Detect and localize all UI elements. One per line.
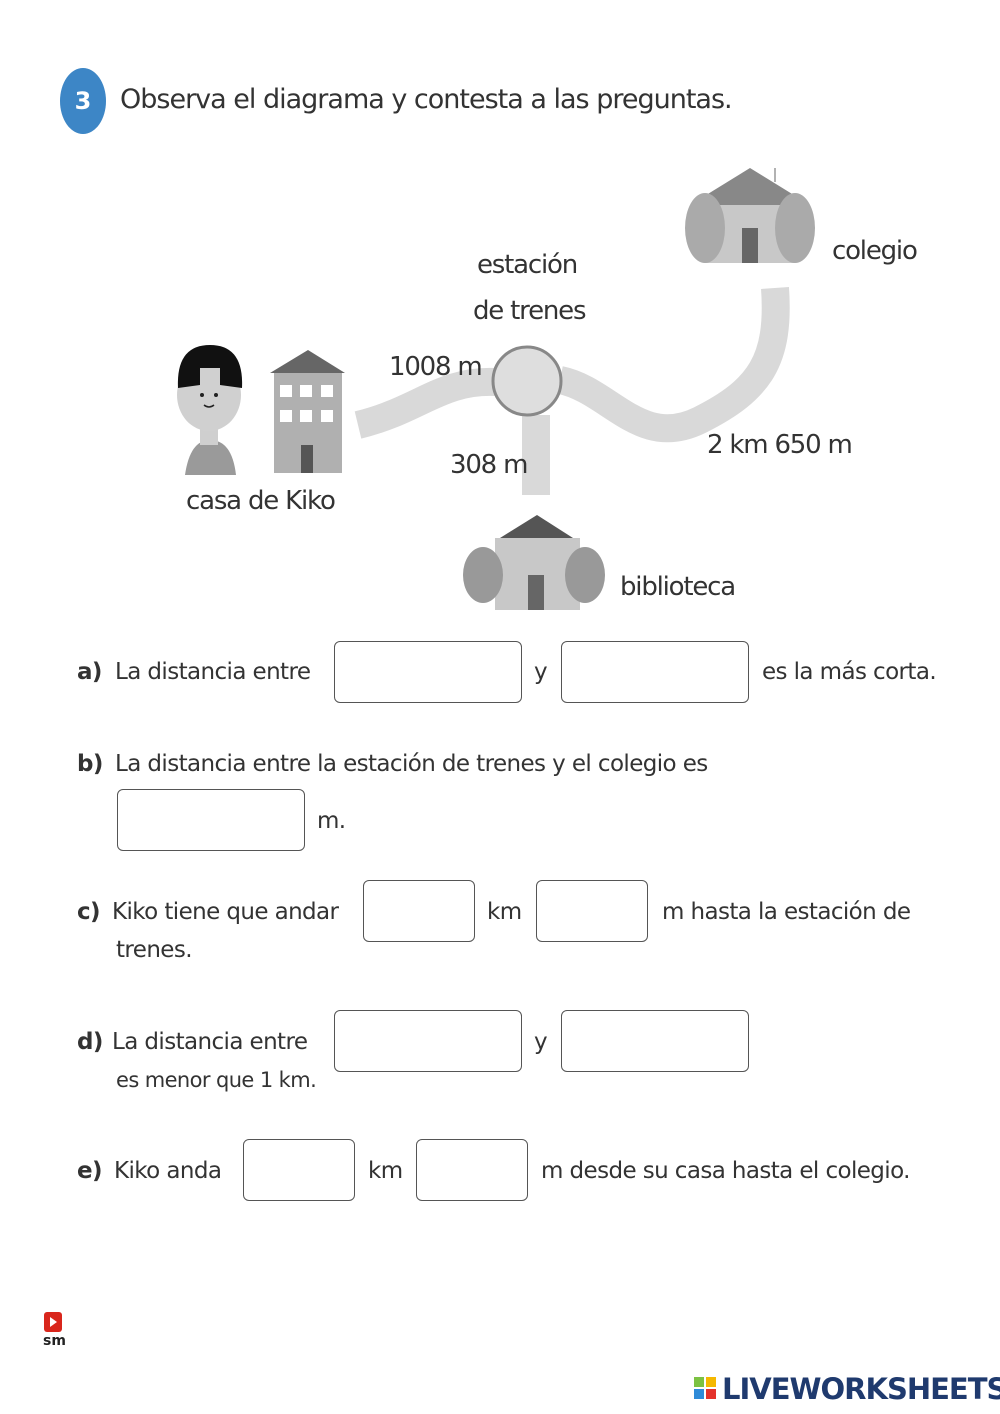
- publisher-logo-text: sm: [43, 1333, 66, 1349]
- answer-a-place2-input[interactable]: [561, 641, 749, 703]
- library-building-icon: [463, 515, 605, 610]
- question-e-unit-km: km: [368, 1158, 403, 1184]
- kiko-avatar-icon: [177, 345, 243, 475]
- question-a-separator: y: [534, 659, 548, 685]
- roads: [354, 287, 790, 495]
- school-label: colegio: [832, 236, 918, 266]
- question-e-text: Kiko anda: [114, 1158, 222, 1184]
- station-label-line2: de trenes: [473, 296, 587, 326]
- question-b-unit: m.: [317, 808, 346, 834]
- road-home-station: [354, 367, 496, 439]
- exercise-instruction: Observa el diagrama y contesta a las pre…: [120, 84, 733, 115]
- distance-station-school: 2 km 650 m: [707, 430, 853, 460]
- question-a-text: La distancia entre: [115, 659, 311, 685]
- question-e-text-end: m desde su casa hasta el colegio.: [541, 1158, 910, 1184]
- road-station-school: [556, 287, 790, 443]
- question-e-letter: e): [77, 1158, 103, 1184]
- question-d-separator: y: [534, 1029, 548, 1055]
- answer-d-place1-input[interactable]: [334, 1010, 522, 1072]
- distance-station-library: 308 m: [450, 450, 528, 480]
- question-c-text: Kiko tiene que andar: [112, 899, 339, 925]
- kiko-house-icon: [270, 350, 345, 473]
- liveworksheets-logo-icon: [694, 1377, 716, 1399]
- question-c-text-cont: trenes.: [116, 937, 193, 963]
- library-label: biblioteca: [620, 572, 736, 602]
- answer-c-km-input[interactable]: [363, 880, 475, 942]
- question-d-text-end: es menor que 1 km.: [116, 1068, 317, 1092]
- question-b-text: La distancia entre la estación de trenes…: [115, 751, 708, 777]
- question-a-letter: a): [77, 659, 102, 685]
- distance-diagram: [177, 168, 815, 610]
- sm-logo-icon: [44, 1312, 62, 1332]
- liveworksheets-brand: LIVEWORKSHEETS: [722, 1372, 1000, 1406]
- answer-c-m-input[interactable]: [536, 880, 648, 942]
- question-c-text-end: m hasta la estación de: [662, 899, 911, 925]
- question-b-letter: b): [77, 751, 103, 777]
- question-c-letter: c): [77, 899, 101, 925]
- distance-home-station: 1008 m: [389, 352, 483, 382]
- school-building-icon: [685, 168, 815, 263]
- question-a-text-end: es la más corta.: [762, 659, 937, 685]
- answer-d-place2-input[interactable]: [561, 1010, 749, 1072]
- question-d-text: La distancia entre: [112, 1029, 308, 1055]
- answer-a-place1-input[interactable]: [334, 641, 522, 703]
- station-label-line1: estación: [477, 250, 578, 280]
- exercise-number-badge: 3: [60, 68, 106, 134]
- answer-e-m-input[interactable]: [416, 1139, 528, 1201]
- train-station-icon: [491, 345, 563, 417]
- question-c-unit-km: km: [487, 899, 522, 925]
- question-d-letter: d): [77, 1029, 103, 1055]
- home-label: casa de Kiko: [186, 486, 336, 516]
- answer-e-km-input[interactable]: [243, 1139, 355, 1201]
- answer-b-meters-input[interactable]: [117, 789, 305, 851]
